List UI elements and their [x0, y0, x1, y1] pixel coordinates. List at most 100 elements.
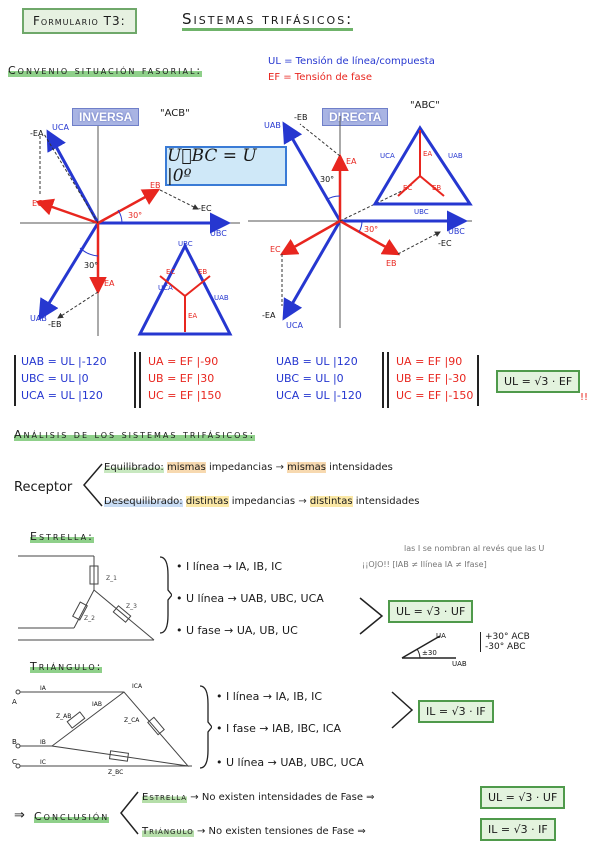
- estrella-note2: ¡¡OJO!! [IAB ≠ Ilínea IA ≠ Ifase]: [362, 560, 487, 569]
- estrella-note: las I se nombran al revés que las U: [404, 544, 545, 553]
- tri-node-a: A: [12, 698, 17, 706]
- des-text-3: distintas: [309, 496, 353, 507]
- inv-meb-dash: [57, 291, 99, 319]
- receptor-brace: [83, 463, 103, 507]
- eq-inv-phase-0: UA = EF |-90: [148, 355, 219, 368]
- dir-inset-uca: UCA: [380, 152, 395, 160]
- tri-zca: [147, 716, 165, 736]
- estrella-angle-note-1: +30° ACB: [485, 632, 530, 642]
- eq-dir-phase: UA = EF |90 UB = EF |-30 UC = EF |-150: [396, 355, 480, 406]
- eq-text-4: intensidades: [329, 462, 393, 473]
- dir-uca-label: UCA: [286, 321, 303, 330]
- eq-dir-line-2: UCA = UL |-120: [276, 389, 362, 402]
- dir-ea-label: EA: [346, 157, 357, 166]
- dir-inset-ec: [397, 175, 421, 197]
- dir-arc-30b: [358, 220, 363, 233]
- inv-inset-ubc: UBC: [178, 240, 193, 248]
- eq-inv-phase-2: UC = EF |150: [148, 389, 222, 402]
- svg-text:ICA: ICA: [132, 683, 143, 690]
- desequilibrado-label: Desequilibrado:: [104, 496, 183, 507]
- dir-uab-label: UAB: [264, 121, 281, 130]
- svg-text:Z_CA: Z_CA: [124, 717, 140, 724]
- estrella-title: Estrella:: [30, 530, 94, 543]
- directa-title: DIRECTA: [322, 108, 389, 126]
- svg-text:IAB: IAB: [92, 701, 102, 708]
- triangulo-b2: • I fase → IAB, IBC, ICA: [216, 722, 342, 735]
- inv-inset-uab: UAB: [214, 294, 229, 302]
- svg-text:Z_2: Z_2: [84, 615, 95, 622]
- conclusion-triangulo: Triángulo: [142, 826, 194, 837]
- tri-zab: [66, 711, 86, 729]
- dir-meb-label: -EB: [294, 113, 307, 122]
- inv-30b-label: 30°: [84, 261, 98, 270]
- estrella-z2: [72, 601, 88, 621]
- dir-inset-ea-label: EA: [423, 150, 432, 158]
- triangulo-b1: • I línea → IA, IB, IC: [216, 690, 322, 703]
- triangulo-result: IL = √3 · IF: [418, 700, 494, 723]
- dir-inset-eb: [419, 175, 445, 197]
- estrella-circuit: Z_1 Z_2 Z_3: [18, 555, 155, 641]
- section-analisis-title: Análisis de los sistemas trifásicos:: [14, 428, 256, 441]
- triangulo-brace: [199, 685, 212, 769]
- dir-eb-label: EB: [386, 259, 397, 268]
- estrella-angle-diagram: UA ±30 UAB: [401, 632, 467, 668]
- conclusion-triangulo-text: No existen tensiones de Fase: [208, 826, 355, 837]
- dir-30-label: 30°: [320, 175, 334, 184]
- dir-uca-vector: [282, 220, 342, 321]
- dir-mea-label: -EA: [262, 311, 276, 320]
- inv-uca-vector: [46, 129, 100, 224]
- legend-ul-text: UL = Tensión de línea/compuesta: [268, 56, 435, 67]
- eq-divider-2: [382, 352, 389, 408]
- eq-result-box: UL = √3 · EF: [496, 370, 581, 393]
- dir-inset-ec-label: EC: [403, 184, 412, 192]
- eq-inv-line-0: UAB = UL |-120: [21, 355, 107, 368]
- des-text-2: impedancias: [231, 496, 296, 507]
- dir-inset-triangle: [372, 125, 473, 206]
- legend-ul: UL = Tensión de línea/compuesta: [268, 56, 435, 67]
- inv-inset-triangle: [137, 242, 233, 336]
- conclusion-estrella-row: Estrella → No existen intensidades de Fa…: [142, 792, 375, 803]
- triangulo-title: Triángulo:: [30, 660, 103, 673]
- eq-inv-phase-1: UB = EF |30: [148, 372, 215, 385]
- eq-text-2: impedancias: [208, 462, 273, 473]
- svg-text:Z_BC: Z_BC: [108, 769, 123, 776]
- conclusion-estrella: Estrella: [142, 792, 188, 803]
- dir-inset-ubc: UBC: [414, 208, 429, 216]
- header-box: Formulario T3:: [22, 8, 137, 34]
- eq-dir-phase-2: UC = EF |-150: [396, 389, 474, 402]
- eq-dir-line-1: UBC = UL |0: [276, 372, 344, 385]
- inv-uca-label: UCA: [52, 123, 69, 132]
- estrella-z1: [89, 565, 99, 585]
- inv-uab-vector: [38, 222, 100, 321]
- dir-arc-30: [325, 195, 341, 201]
- equilibrado-label: Equilibrado:: [104, 462, 164, 473]
- estrella-brace: [159, 556, 172, 634]
- svg-text:IA: IA: [40, 685, 47, 692]
- inv-inset-eb-label: EB: [198, 268, 207, 276]
- estrella-angle-note-2: -30° ABC: [485, 642, 526, 652]
- triangulo-circuit: A B C IA IB IC ICA IAB Z_AB Z_CA Z_BC: [12, 683, 192, 776]
- estrella-z3: [112, 605, 132, 623]
- triangulo-chevron: [391, 691, 414, 729]
- inv-arc-30: [117, 209, 123, 224]
- eq-text-1: mismas: [166, 462, 206, 473]
- conclusion-label: Conclusión: [34, 810, 110, 823]
- inversa-sequence: "ACB": [160, 108, 190, 119]
- inv-ea-label: EA: [104, 279, 115, 288]
- conclusion-brace: [120, 791, 139, 835]
- estrella-b2: • U línea → UAB, UBC, UCA: [176, 592, 324, 605]
- dir-meb-dash: [299, 123, 341, 157]
- equilibrado-row: Equilibrado: mismas impedancias → mismas…: [104, 462, 393, 473]
- inv-inset-eb: [184, 275, 211, 297]
- inversa-phasor-diagram: UCA -EA EB -EC UBC EC 30° 30° EA UAB -EB…: [20, 123, 240, 336]
- inv-mea-dash: [43, 133, 99, 224]
- est-pm30-label: ±30: [422, 649, 437, 657]
- des-text-1: distintas: [185, 496, 229, 507]
- dir-ubc-label: UBC: [448, 227, 465, 236]
- directa-phasor-diagram: UAB -EB EA 30° UBC -EC 30° EC EB -EA UCA…: [248, 113, 473, 330]
- eq-inv-line-2: UCA = UL |120: [21, 389, 103, 402]
- formula-ubc: U⃗BC = U |0º: [165, 146, 287, 186]
- conclusion-arrow: ⇒: [14, 808, 25, 823]
- dir-ec-label: EC: [270, 245, 281, 254]
- est-uab-label: UAB: [452, 660, 467, 668]
